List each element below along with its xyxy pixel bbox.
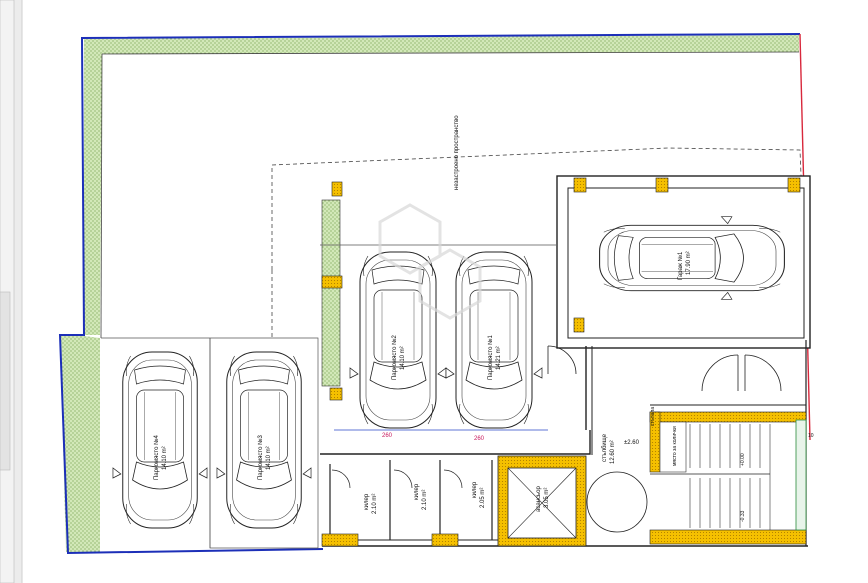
structural-columns [321,177,801,547]
label-elevation-a: +0.00 [740,453,746,466]
label-elevation-top: 10 [808,433,814,439]
label-elevation-b: -0.33 [740,510,746,522]
car-garage-1 [599,216,785,300]
property-boundary-blue [58,33,801,555]
stair-wall-yellow-top [649,411,807,423]
label-steps: стъпала [650,407,656,426]
door-storage-1 [331,469,351,489]
label-bins-area: място за колички [672,426,678,466]
label-staircase-area: 12.60 m² [610,440,616,464]
label-parking-1-name: Паркомясто №1 [487,334,494,380]
label-storage-2-name: килер [414,483,420,500]
label-parking-1-area: 14.21 m² [496,346,502,370]
label-storage-1-area: 2.10 m² [372,494,378,514]
inner-outline [101,51,800,55]
door-storage-3 [443,469,463,489]
label-parking-3-name: Паркомясто №3 [257,434,264,480]
door-right-2 [744,354,782,392]
dim-label-right: 260 [474,436,485,442]
label-staircase-name: стълбище [602,433,608,462]
watermark-logo [378,203,482,320]
left-margin-panel [0,0,15,583]
label-unbuilt-area: незастроено пространство [454,115,460,190]
car-parking-3 [216,351,312,529]
parking-bay-lines [101,337,319,549]
car-parking-2 [349,251,447,429]
left-margin-tab [0,291,11,471]
elevator-x-2 [507,467,577,539]
label-parking-3-area: 14.10 m² [266,446,272,470]
door-right-1 [701,354,739,392]
door-storage-2 [393,469,413,489]
label-storage-3-name: килер [472,481,478,498]
label-parking-2-name: Паркомясто №2 [391,334,398,380]
wall-lower [320,430,591,455]
door-garage [547,345,577,375]
label-elevator-area: 3.05 m² [544,488,550,508]
label-level-mark: ±2.60 [624,440,640,446]
car-parking-1 [445,251,543,429]
stair-treads [689,424,761,528]
label-parking-2-area: 14.10 m² [400,346,406,370]
label-storage-3-area: 2.05 m² [480,488,486,508]
stair-window [795,419,807,531]
label-storage-2-area: 2.10 m² [422,490,428,510]
stair-wall-yellow-bottom [649,529,807,545]
car-parking-4 [112,351,208,529]
label-garage-area: 17.90 m² [686,251,692,275]
label-elevator-name: асансьор [536,486,542,512]
stair-landing-box [659,421,687,473]
green-strip-inner [321,199,341,387]
label-parking-4-area: 14.10 m² [162,446,168,470]
dim-label-left: 260 [382,433,393,439]
inner-outline-left [100,53,103,339]
dashed-unbuilt-outline [271,147,803,270]
stair-column-circle [586,471,648,533]
label-storage-1-name: килер [364,493,370,510]
label-parking-4-name: Паркомясто №4 [153,434,160,480]
label-garage-name: Гараж №1 [677,251,684,280]
